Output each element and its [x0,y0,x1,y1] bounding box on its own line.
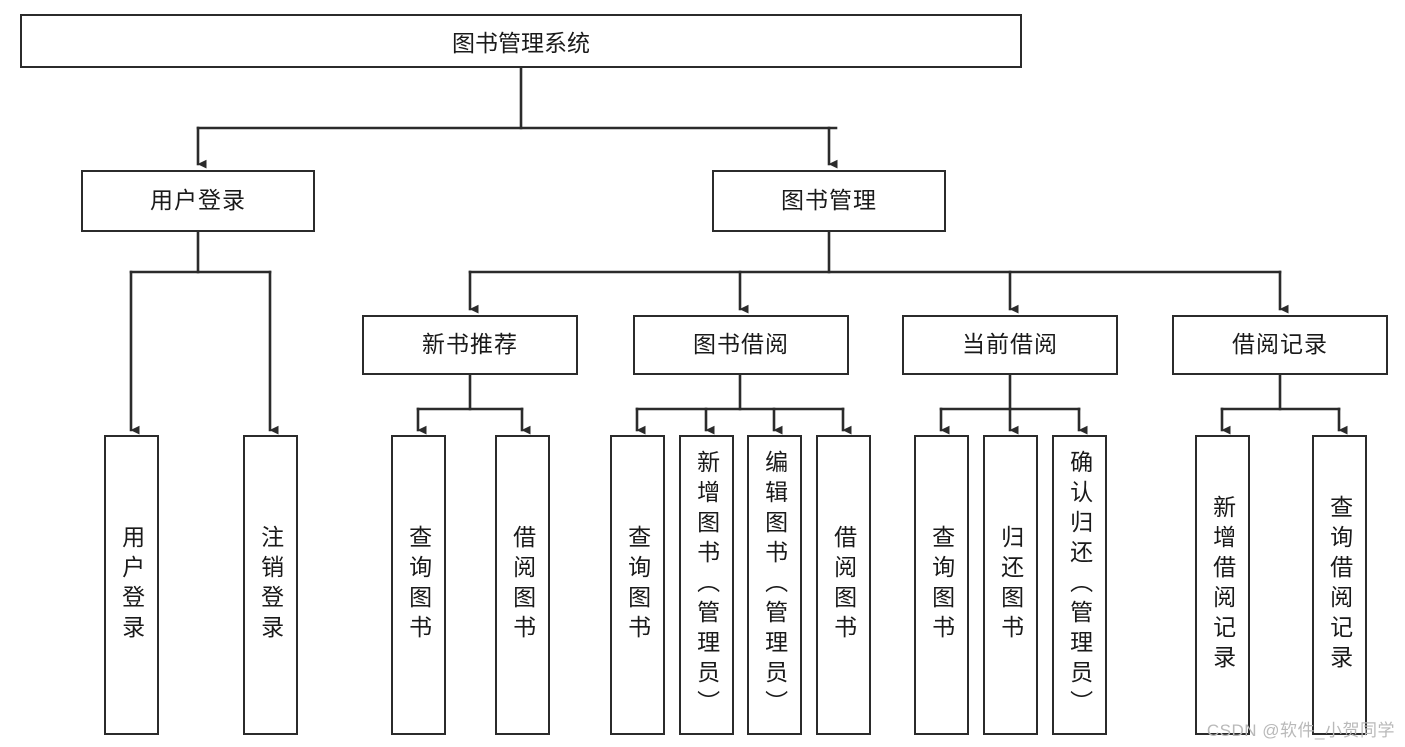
node-label: 查询图书 [928,525,955,645]
node-current-borrow[interactable]: 当前借阅 [902,315,1118,375]
node-label: 新增图书（管理员） [693,450,720,720]
leaf-current-query-book[interactable]: 查询图书 [914,435,969,735]
node-label: 图书管理 [781,187,877,214]
leaf-current-confirm-return[interactable]: 确认归还（管理员） [1052,435,1107,735]
node-user-login[interactable]: 用户登录 [81,170,315,232]
leaf-recommend-borrow-book[interactable]: 借阅图书 [495,435,550,735]
watermark: CSDN @软件_小贺同学 [1206,721,1395,740]
leaf-borrow-edit-book[interactable]: 编辑图书（管理员） [747,435,802,735]
node-root-system[interactable]: 图书管理系统 [20,14,1022,68]
node-new-book-recommend[interactable]: 新书推荐 [362,315,578,375]
node-label: 当前借阅 [962,331,1058,358]
node-label: 用户登录 [150,187,246,214]
node-label: 借阅图书 [830,525,857,645]
leaf-user-login-logout[interactable]: 注销登录 [243,435,298,735]
leaf-borrow-query-book[interactable]: 查询图书 [610,435,665,735]
node-label: 编辑图书（管理员） [761,450,788,720]
node-book-management[interactable]: 图书管理 [712,170,946,232]
leaf-record-query-record[interactable]: 查询借阅记录 [1312,435,1367,735]
node-label: 新增借阅记录 [1209,495,1236,675]
leaf-record-add-record[interactable]: 新增借阅记录 [1195,435,1250,735]
leaf-user-login-login[interactable]: 用户登录 [104,435,159,735]
node-label: 查询借阅记录 [1326,495,1353,675]
node-label: 注销登录 [257,525,284,645]
node-label: 确认归还（管理员） [1066,450,1093,720]
leaf-recommend-query-book[interactable]: 查询图书 [391,435,446,735]
node-label: 查询图书 [405,525,432,645]
node-label: 查询图书 [624,525,651,645]
leaf-borrow-add-book[interactable]: 新增图书（管理员） [679,435,734,735]
node-book-borrow[interactable]: 图书借阅 [633,315,849,375]
node-label: 图书借阅 [693,331,789,358]
node-label: 借阅记录 [1232,331,1328,358]
node-label: 用户登录 [118,525,145,645]
node-label: 归还图书 [997,525,1024,645]
leaf-borrow-borrow-book[interactable]: 借阅图书 [816,435,871,735]
node-label: 图书管理系统 [452,30,590,56]
node-label: 借阅图书 [509,525,536,645]
leaf-current-return-book[interactable]: 归还图书 [983,435,1038,735]
node-borrow-record[interactable]: 借阅记录 [1172,315,1388,375]
node-label: 新书推荐 [422,331,518,358]
